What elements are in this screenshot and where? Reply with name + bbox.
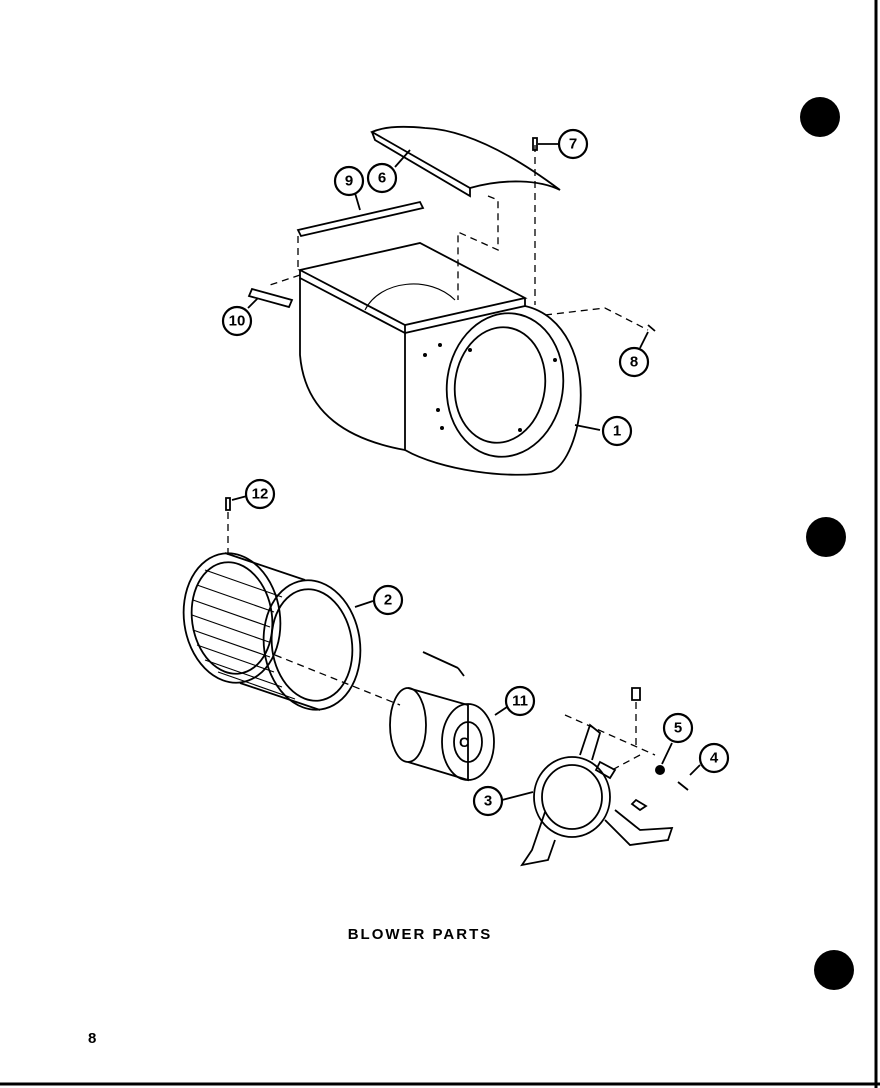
small-bracket — [247, 287, 294, 309]
diagram-caption: BLOWER PARTS — [347, 926, 493, 943]
blower-housing — [297, 242, 582, 476]
punch-hole-bottom — [814, 950, 854, 990]
callout-3: 3 — [472, 785, 534, 817]
motor-mark: C — [459, 734, 469, 750]
svg-text:9: 9 — [345, 173, 353, 190]
svg-text:12: 12 — [252, 486, 269, 503]
callout-6: 6 — [366, 149, 411, 194]
callout-8: 8 — [618, 331, 650, 378]
cover-plate — [370, 125, 561, 198]
callout-12: 12 — [231, 478, 276, 510]
blower-wheel — [182, 552, 362, 711]
svg-text:2: 2 — [384, 592, 392, 609]
callout-7: 7 — [538, 128, 589, 160]
svg-text:4: 4 — [710, 750, 719, 767]
svg-text:10: 10 — [229, 313, 246, 330]
punch-hole-middle — [806, 517, 846, 557]
motor: C — [389, 651, 495, 782]
mounting-strip — [296, 200, 425, 238]
punch-hole-top — [800, 97, 840, 137]
callout-1: 1 — [574, 415, 633, 447]
svg-text:7: 7 — [569, 136, 577, 153]
motor-mount — [520, 723, 674, 867]
svg-text:11: 11 — [512, 693, 528, 710]
svg-text:1: 1 — [613, 423, 621, 440]
svg-text:6: 6 — [378, 170, 386, 187]
svg-text:8: 8 — [630, 354, 638, 371]
callout-2: 2 — [354, 584, 404, 616]
svg-text:5: 5 — [674, 720, 682, 737]
svg-text:3: 3 — [484, 793, 492, 810]
callout-9: 9 — [333, 165, 365, 211]
callout-10: 10 — [221, 297, 259, 337]
callout-11: 11 — [494, 685, 536, 717]
callout-4: 4 — [689, 742, 730, 776]
callout-5: 5 — [661, 712, 694, 765]
page-number: 8 — [88, 1030, 97, 1047]
